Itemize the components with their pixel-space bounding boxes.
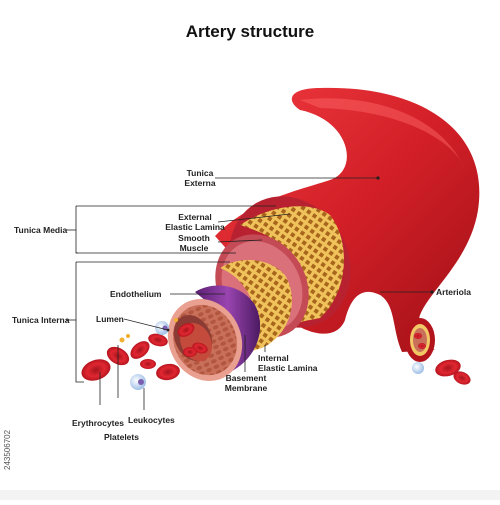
erythrocytes [81, 333, 471, 385]
label-arteriola: Arteriola [436, 287, 471, 297]
label-lumen: Lumen [96, 314, 124, 324]
label-tunica-interna: Tunica Interna [12, 315, 70, 325]
arteriola-rbc [418, 343, 426, 349]
arteriola-marker [430, 290, 434, 294]
bottom-strip [0, 490, 500, 500]
label-tunica-externa: Tunica Externa [184, 168, 216, 188]
leader-lines [66, 177, 432, 410]
label-endothelium: Endothelium [110, 289, 162, 299]
label-platelets: Platelets [104, 432, 139, 442]
label-erythrocytes: Erythrocytes [72, 418, 124, 428]
label-external-elastic-lamina: External Elastic Lamina [165, 212, 225, 232]
label-basement-membrane: Basement Membrane [224, 373, 268, 393]
lumen-erythrocytes [177, 323, 208, 357]
diagram-title: Artery structure [185, 22, 315, 41]
artery-highlight [300, 98, 465, 170]
arteriola-rbc [414, 333, 422, 339]
label-leukocytes: Leukocytes [128, 415, 175, 425]
label-smooth-muscle: Smooth Muscle [178, 233, 210, 253]
stock-id: 243506702 [3, 429, 12, 470]
label-internal-elastic-lamina: Internal Elastic Lamina [258, 353, 318, 373]
platelets [119, 318, 178, 343]
leukocytes [130, 321, 424, 390]
externa-marker [376, 176, 380, 180]
external-elastic-lamina-mesh [240, 206, 344, 325]
label-tunica-media: Tunica Media [14, 225, 68, 235]
lumen-marker [166, 328, 170, 332]
